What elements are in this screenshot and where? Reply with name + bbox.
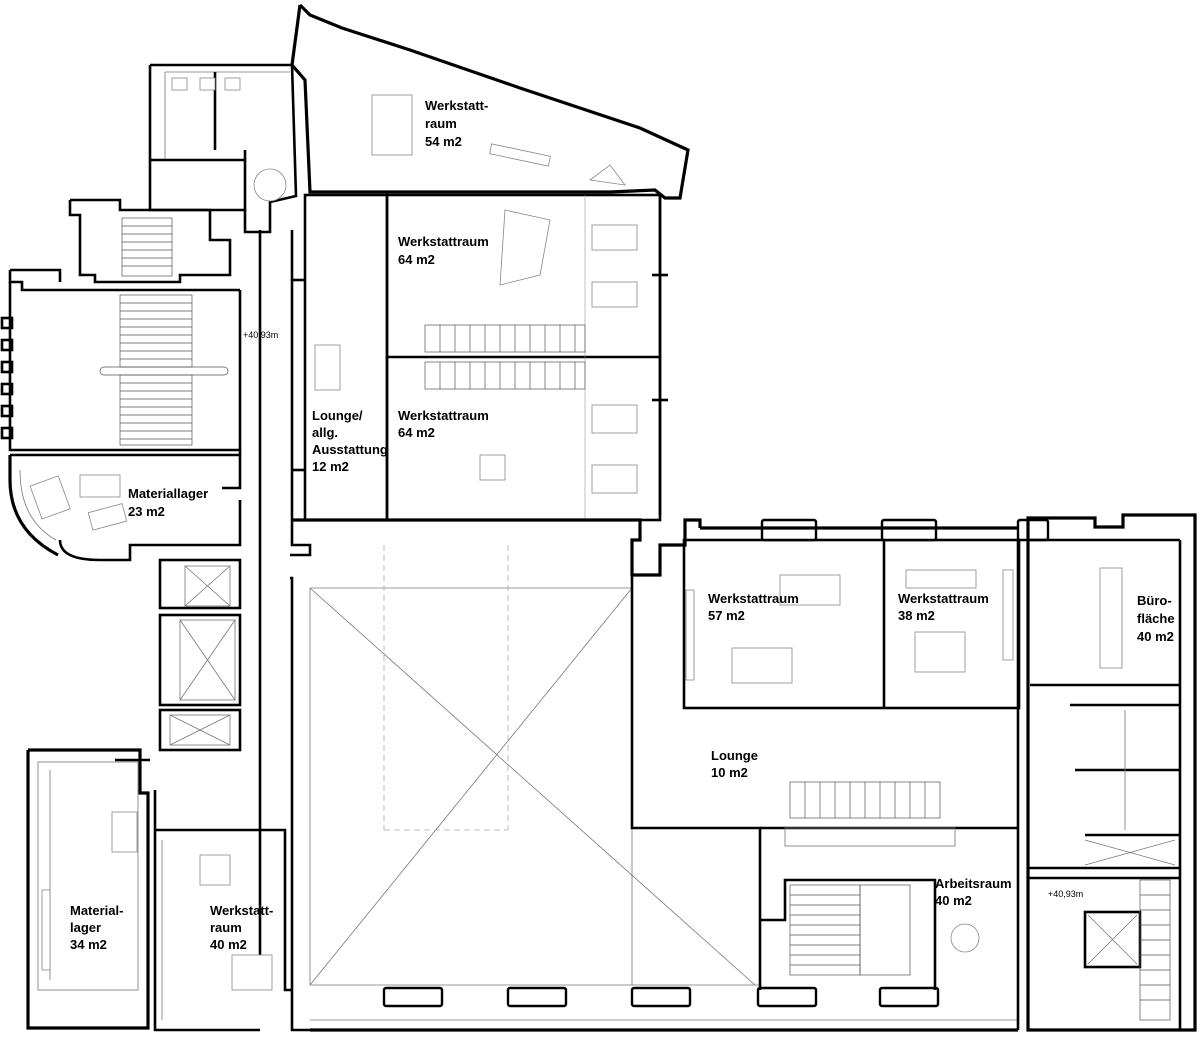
furniture [29, 77, 1123, 991]
room-labels: Werkstatt- raum 54 m2 Werkstattraum 64 m… [70, 98, 1178, 952]
level-marker: +40,93m [243, 330, 278, 340]
label-werkstatt-57: Werkstattraum 57 m2 [708, 591, 802, 623]
label-werkstatt-38: Werkstattraum 38 m2 [898, 591, 992, 623]
label-materiallager-34: Material- lager 34 m2 [70, 903, 127, 952]
label-materiallager-23: Materiallager 23 m2 [128, 486, 212, 519]
level-marker: +40,93m [1048, 889, 1083, 899]
label-werkstatt-64b: Werkstattraum 64 m2 [398, 408, 492, 440]
level-markers: +40,93m +40,93m [243, 330, 1083, 899]
label-werkstatt-40: Werkstatt- raum 40 m2 [210, 903, 277, 952]
label-lounge-10: Lounge 10 m2 [711, 748, 762, 780]
label-werkstatt-54: Werkstatt- raum 54 m2 [425, 98, 492, 149]
label-lounge-12: Lounge/ allg. Ausstattung 12 m2 [312, 408, 391, 474]
label-werkstatt-64a: Werkstattraum 64 m2 [398, 234, 492, 267]
stairs [99, 217, 1171, 1021]
walls [0, 3, 1197, 1032]
label-arbeitsraum-40: Arbeitsraum 40 m2 [935, 876, 1015, 908]
label-buero-40: Büro- fläche 40 m2 [1137, 593, 1178, 644]
